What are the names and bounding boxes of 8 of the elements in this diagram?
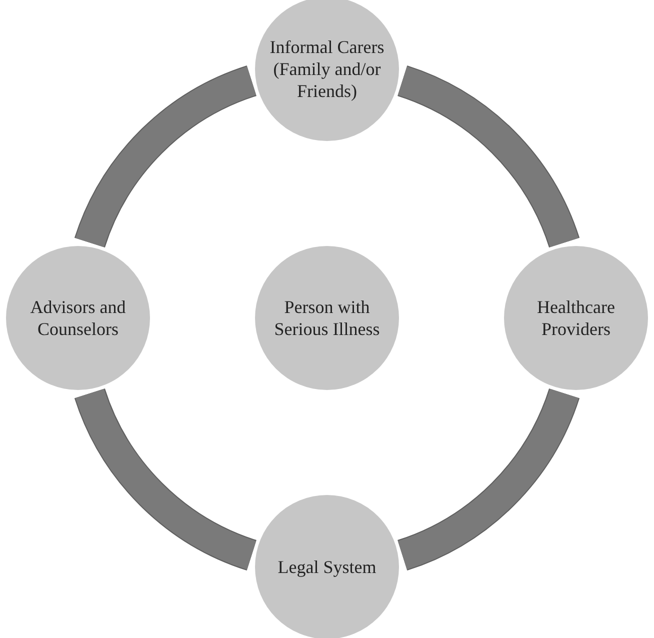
circle-label: Informal Carers (Family and/or Friends) [268,36,386,102]
ring-connector [74,66,258,248]
ring-connector [396,388,580,570]
circle-label: Advisors and Counselors [29,296,127,340]
circle-label: Legal System [278,556,376,578]
circle-label: Healthcare Providers [536,296,616,340]
ring-connector [396,66,580,248]
circle-label: Person with Serious Illness [273,296,381,340]
